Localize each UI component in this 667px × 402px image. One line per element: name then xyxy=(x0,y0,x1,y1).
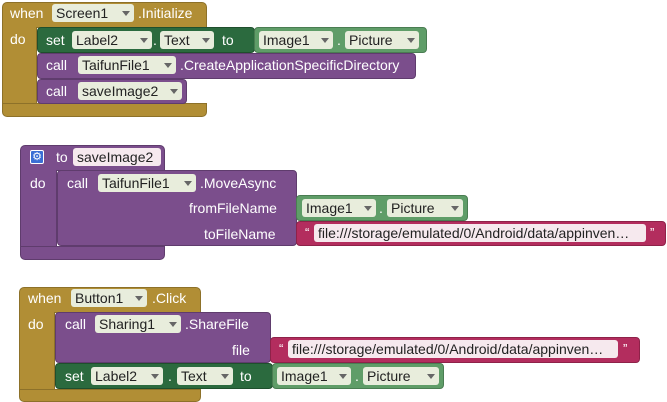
file-parameter-label: file xyxy=(232,342,250,358)
image1-component-dropdown[interactable]: Image1 xyxy=(259,31,333,49)
picture-property-dropdown[interactable]: Picture xyxy=(345,31,419,49)
file-text-field[interactable]: file:///storage/emulated/0/Android/data/… xyxy=(288,340,618,358)
dropdown-arrow-icon xyxy=(339,373,347,379)
initialize-event-label: .Initialize xyxy=(138,5,193,21)
label2-component-dropdown[interactable]: Label2 xyxy=(72,31,152,49)
when-keyword: when xyxy=(10,5,44,21)
button1-component-dropdown[interactable]: Button1 xyxy=(71,289,147,307)
dropdown-arrow-icon xyxy=(321,37,329,43)
sharefile-method-label: .ShareFile xyxy=(185,316,249,332)
create-directory-method-label: .CreateApplicationSpecificDirectory xyxy=(180,57,400,73)
dropdown-arrow-icon xyxy=(135,295,143,301)
saveimage2-procedure-dropdown[interactable]: saveImage2 xyxy=(78,82,182,100)
dot-separator: . xyxy=(168,368,172,384)
to-keyword: to xyxy=(222,32,234,48)
close-quote: ” xyxy=(650,225,655,240)
do-keyword: do xyxy=(28,316,44,332)
click-event-label: .Click xyxy=(152,290,187,306)
set-keyword: set xyxy=(65,368,84,384)
dropdown-arrow-icon xyxy=(151,373,159,379)
taifunfile1-component-dropdown[interactable]: TaifunFile1 xyxy=(98,174,196,192)
do-keyword: do xyxy=(10,31,26,47)
dropdown-arrow-icon xyxy=(140,37,148,43)
dropdown-arrow-icon xyxy=(164,62,172,68)
dot-separator: . xyxy=(153,32,157,48)
label2-component-dropdown[interactable]: Label2 xyxy=(91,367,163,385)
dropdown-arrow-icon xyxy=(184,180,192,186)
to-keyword: to xyxy=(240,368,252,384)
dropdown-arrow-icon xyxy=(451,205,459,211)
picture-property-dropdown[interactable]: Picture xyxy=(387,199,463,217)
dropdown-arrow-icon xyxy=(221,373,229,379)
call-keyword: call xyxy=(46,83,68,99)
call-keyword: call xyxy=(46,57,68,73)
dropdown-arrow-icon xyxy=(364,205,372,211)
to-keyword: to xyxy=(56,149,68,165)
moveasync-method-label: .MoveAsync xyxy=(200,175,277,191)
tofilename-parameter-label: toFileName xyxy=(204,226,276,242)
close-quote: ” xyxy=(623,341,628,356)
set-keyword: set xyxy=(46,32,65,48)
do-keyword: do xyxy=(30,175,46,191)
when-keyword: when xyxy=(28,290,62,306)
dot-separator: . xyxy=(355,368,359,384)
dropdown-arrow-icon xyxy=(427,373,435,379)
call-keyword: call xyxy=(67,175,89,191)
saveimage2-procedure-name-field[interactable]: saveImage2 xyxy=(73,148,161,166)
dropdown-arrow-icon xyxy=(122,10,130,16)
dropdown-arrow-icon xyxy=(202,37,210,43)
screen1-component-dropdown[interactable]: Screen1 xyxy=(52,4,134,22)
tofilename-text-field[interactable]: file:///storage/emulated/0/Android/data/… xyxy=(314,224,646,242)
open-quote: “ xyxy=(305,225,310,240)
text-property-dropdown[interactable]: Text xyxy=(177,367,233,385)
dot-separator: . xyxy=(379,200,383,216)
dropdown-arrow-icon xyxy=(407,37,415,43)
text-property-dropdown[interactable]: Text xyxy=(160,31,214,49)
taifunfile1-component-dropdown[interactable]: TaifunFile1 xyxy=(78,56,176,74)
fromfilename-parameter-label: fromFileName xyxy=(189,200,277,216)
call-keyword: call xyxy=(65,316,87,332)
dropdown-arrow-icon xyxy=(170,88,178,94)
dropdown-arrow-icon xyxy=(169,321,177,327)
gear-icon[interactable]: ⚙ xyxy=(30,150,44,164)
sharing1-component-dropdown[interactable]: Sharing1 xyxy=(95,315,181,333)
dot-separator: . xyxy=(337,32,341,48)
open-quote: “ xyxy=(279,341,284,356)
image1-component-dropdown[interactable]: Image1 xyxy=(277,367,351,385)
image1-component-dropdown[interactable]: Image1 xyxy=(302,199,376,217)
picture-property-dropdown[interactable]: Picture xyxy=(363,367,439,385)
